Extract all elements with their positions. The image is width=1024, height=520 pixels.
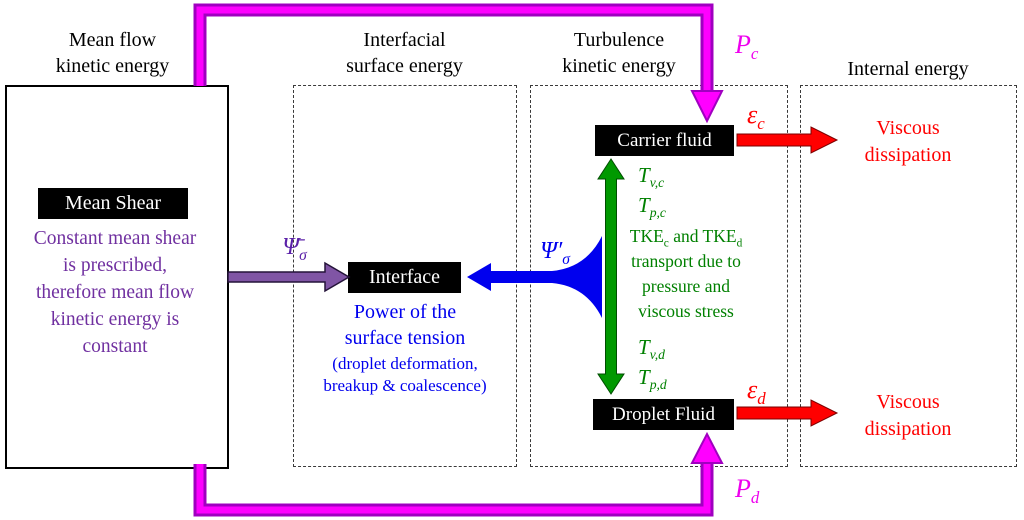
transport-term-t-pc: Tp,c	[638, 193, 666, 221]
psi-bar-flux-label: Ψ̄σ	[252, 234, 337, 264]
subscript: p,c	[649, 205, 666, 221]
mean-shear-description: Constant mean shear is prescribed, there…	[33, 228, 197, 357]
production-carrier-label: Pc	[735, 30, 759, 64]
tke-d-text: TKE	[702, 226, 737, 246]
transport-term-t-pd: Tp,d	[638, 365, 667, 393]
t-symbol: T	[638, 163, 650, 187]
subscript: d	[736, 237, 743, 250]
production-path-droplet-outline	[193, 462, 714, 517]
viscous-dissipation-top: Viscous dissipation	[864, 117, 952, 166]
and-text: and	[668, 226, 703, 246]
production-path-droplet	[196, 462, 711, 514]
subscript: σ	[562, 250, 570, 268]
subscript: σ	[299, 246, 307, 264]
psi-prime-symbol: Ψ′	[540, 238, 563, 264]
interface-description: Power of the surface tension	[344, 301, 466, 349]
tke-transport-line1: TKEc and TKEd	[612, 224, 760, 249]
psi-prime-flux-label: Ψ′σ	[515, 238, 595, 268]
tke-transport-rest: transport due to pressure and viscous st…	[631, 251, 741, 321]
t-symbol: T	[638, 335, 650, 359]
subscript: c	[757, 114, 765, 134]
internal-energy-box	[800, 85, 1017, 467]
tke-transport-text: TKEc and TKEd transport due to pressure …	[612, 224, 760, 324]
interface-tag: Interface	[348, 262, 461, 293]
subscript: c	[750, 44, 759, 64]
t-symbol: T	[638, 193, 650, 217]
epsilon-droplet-label: εd	[747, 375, 766, 409]
subscript: c	[663, 237, 669, 250]
subscript: d	[757, 389, 766, 409]
epsilon-symbol: ε	[747, 375, 758, 404]
transport-term-t-vc: Tv,c	[638, 163, 665, 191]
column-header-internal: Internal energy	[847, 58, 969, 80]
subscript: p,d	[649, 377, 667, 393]
production-carrier-symbol: P	[735, 30, 751, 59]
column-header-turbulence: Turbulence kinetic energy	[562, 29, 676, 77]
column-header-interfacial: Interfacial surface energy	[346, 29, 463, 77]
production-droplet-label: Pd	[735, 474, 760, 508]
column-header-mean-flow: Mean flow kinetic energy	[55, 29, 170, 77]
viscous-dissipation-bottom: Viscous dissipation	[864, 391, 952, 440]
droplet-fluid-tag: Droplet Fluid	[593, 399, 734, 430]
mean-flow-energy-box	[5, 85, 229, 469]
subscript: d	[750, 488, 760, 508]
t-symbol: T	[638, 365, 650, 389]
production-droplet-symbol: P	[735, 474, 751, 503]
interface-description-note: (droplet deformation, breakup & coalesce…	[323, 354, 487, 395]
transport-term-t-vd: Tv,d	[638, 335, 665, 363]
subscript: v,c	[649, 175, 665, 191]
carrier-fluid-tag: Carrier fluid	[595, 125, 734, 156]
psi-bar-symbol: Ψ̄	[282, 234, 300, 260]
subscript: v,d	[649, 347, 665, 363]
tke-c-text: TKE	[629, 226, 664, 246]
mean-shear-tag: Mean Shear	[38, 188, 188, 219]
epsilon-symbol: ε	[747, 100, 758, 129]
epsilon-carrier-label: εc	[747, 100, 765, 134]
